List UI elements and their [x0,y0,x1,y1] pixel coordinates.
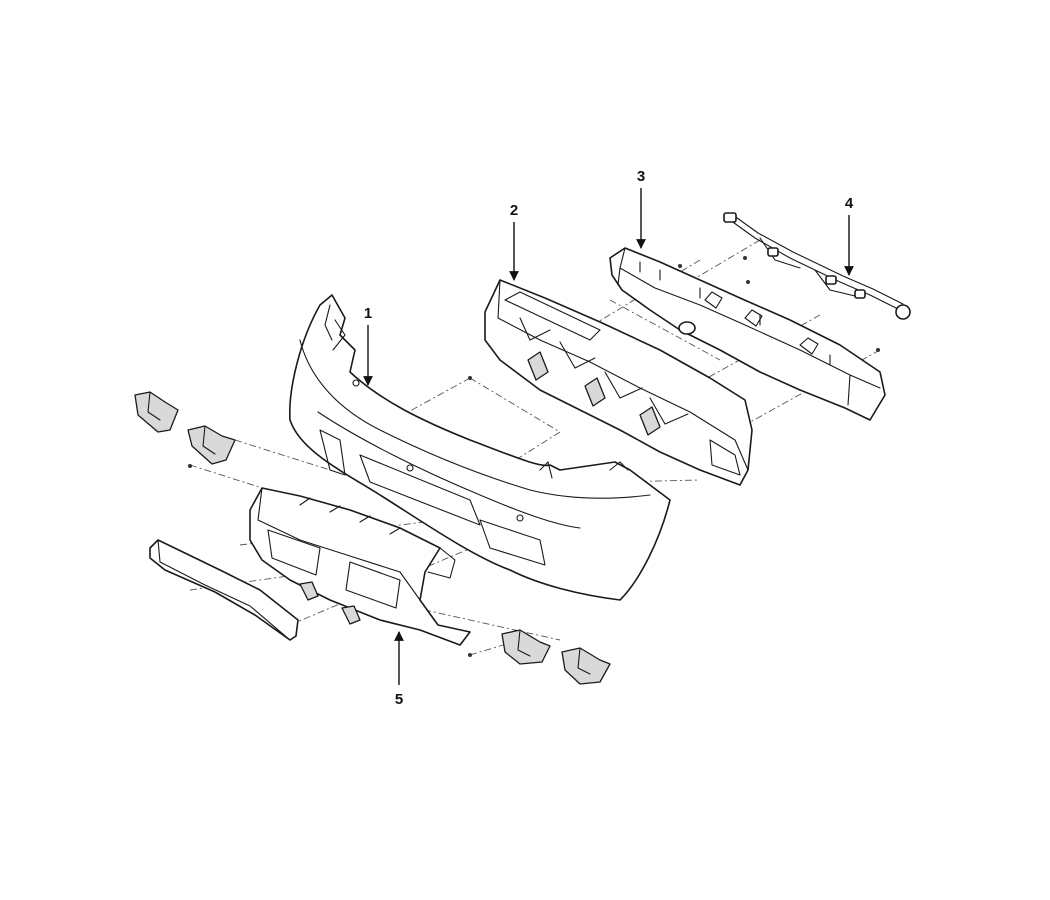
callout-1: 1 [364,305,372,322]
callout-labels: 1 2 3 4 5 [364,168,854,708]
part-bumper-beam [609,247,886,421]
callout-3: 3 [637,168,645,185]
part-lower-garnish [249,487,471,646]
part-wiring-harness [723,212,911,320]
callout-4: 4 [845,195,854,212]
callout-5: 5 [395,691,403,708]
callout-2: 2 [510,202,518,219]
part-side-brackets-right [468,629,611,685]
part-lower-grille [149,539,299,641]
part-bumper-cover [288,294,671,601]
part-side-brackets-left [134,391,236,468]
callout-leaders [363,188,854,685]
part-retainer-clips [299,256,747,625]
part-energy-absorber [484,279,753,486]
